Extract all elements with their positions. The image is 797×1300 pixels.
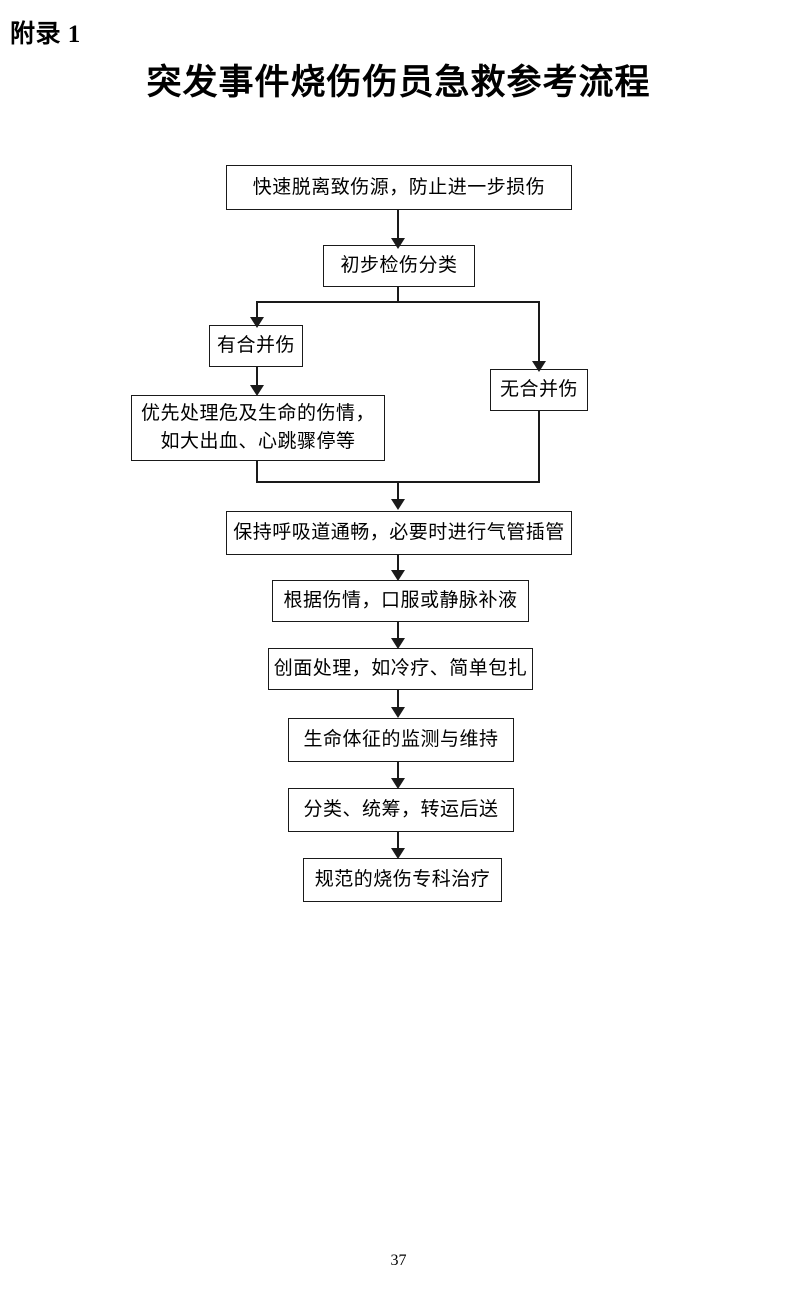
edge-n3-n5 [256,367,258,389]
flow-node-airway-management: 保持呼吸道通畅，必要时进行气管插管 [226,511,572,555]
arrowhead-n2-n3 [250,317,264,328]
flow-node-escape-source: 快速脱离致伤源，防止进一步损伤 [226,165,572,210]
flow-node-triage-transport: 分类、统筹，转运后送 [288,788,514,832]
edge-n7-n8 [397,622,399,643]
page-title: 突发事件烧伤伤员急救参考流程 [146,63,651,102]
arrowhead-n10-n11 [391,848,405,859]
arrowhead-n9-n10 [391,778,405,789]
edge-n1-n2 [397,210,399,242]
edge-n8-n9 [397,690,399,712]
arrowhead-n7-n8 [391,638,405,649]
edge-split-bar [256,301,540,303]
flow-node-specialist-burn-treatment: 规范的烧伤专科治疗 [303,858,502,902]
flow-node-with-combined-injury: 有合并伤 [209,325,303,367]
edge-n9-n10 [397,762,399,783]
arrowhead-n8-n9 [391,707,405,718]
flow-node-wound-care: 创面处理，如冷疗、简单包扎 [268,648,533,690]
appendix-label: 附录 1 [10,21,81,48]
flow-node-without-combined-injury: 无合并伤 [490,369,588,411]
flow-node-life-threatening-priority: 优先处理危及生命的伤情， 如大出血、心跳骤停等 [131,395,385,461]
edge-split-right [538,301,540,365]
edge-n5-merge-stem [256,461,258,483]
arrowhead-n2-n4 [532,361,546,372]
edge-n2-split-stem [397,287,399,303]
edge-n10-n11 [397,832,399,853]
flow-node-fluid-resuscitation: 根据伤情，口服或静脉补液 [272,580,529,622]
edge-split-left [256,301,258,321]
edge-n4-merge-stem [538,411,540,483]
arrowhead-n1-n2 [391,238,405,249]
arrowhead-n3-n5 [250,385,264,396]
flow-node-initial-triage: 初步检伤分类 [323,245,475,287]
arrowhead-n6-n7 [391,570,405,581]
edge-n6-n7 [397,555,399,575]
flow-node-vital-signs-monitoring: 生命体征的监测与维持 [288,718,514,762]
page-number: 37 [390,1252,407,1269]
edge-merge-n6 [397,481,399,503]
arrowhead-merge-n6 [391,499,405,510]
